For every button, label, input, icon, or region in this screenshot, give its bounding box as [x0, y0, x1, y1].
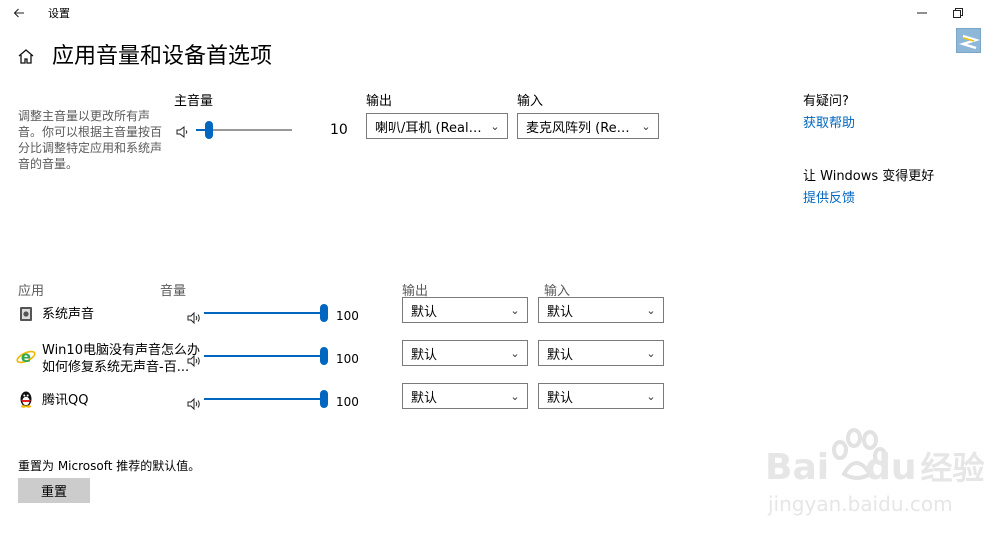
master-input-dropdown[interactable]: 麦克风阵列 (Realte... ⌄	[517, 113, 659, 139]
master-output-dropdown[interactable]: 喇叭/耳机 (Realtek... ⌄	[366, 113, 508, 139]
slider-fill	[204, 355, 324, 357]
chevron-down-icon: ⌄	[641, 119, 651, 133]
intro-line: 音。你可以根据主音量按百	[18, 125, 163, 139]
dropdown-value: 默认	[547, 304, 574, 320]
home-icon	[18, 49, 34, 64]
ie-browser-icon: e	[16, 347, 36, 367]
app-volume-icon[interactable]	[187, 395, 201, 414]
window-title: 设置	[48, 7, 70, 20]
chevron-down-icon: ⌄	[510, 346, 520, 360]
column-header-input: 输入	[544, 284, 571, 299]
app-volume-icon[interactable]	[187, 352, 201, 371]
app-output-dropdown[interactable]: 默认 ⌄	[402, 340, 528, 366]
dropdown-value: 默认	[547, 390, 574, 406]
back-button[interactable]	[8, 2, 30, 24]
intro-line: 分比调整特定应用和系统声	[18, 141, 163, 155]
dropdown-value: 默认	[411, 390, 438, 406]
help-question: 有疑问?	[803, 94, 849, 109]
system-sounds-icon	[18, 306, 34, 322]
slider-thumb[interactable]	[320, 347, 328, 365]
chevron-down-icon: ⌄	[646, 303, 656, 317]
app-output-dropdown[interactable]: 默认 ⌄	[402, 297, 528, 323]
slider-thumb[interactable]	[320, 390, 328, 408]
app-name: 腾讯QQ	[42, 393, 89, 408]
slider-fill	[196, 129, 209, 131]
app-name-line: 如何修复系统无声音-百...	[42, 360, 190, 375]
app-name: 系统声音	[42, 307, 95, 322]
slider-track	[196, 129, 292, 131]
restore-icon	[953, 8, 963, 18]
baidu-watermark-url: jingyan.baidu.com	[768, 492, 953, 516]
reset-button[interactable]: 重置	[18, 478, 90, 503]
app-volume-value: 100	[336, 352, 359, 366]
app-input-dropdown[interactable]: 默认 ⌄	[538, 297, 664, 323]
chevron-down-icon: ⌄	[646, 346, 656, 360]
watermark-brand-suffix: du	[865, 447, 917, 488]
app-name-line: Win10电脑没有声音怎么办	[42, 343, 200, 358]
app-volume-slider[interactable]	[204, 303, 328, 323]
app-volume-value: 100	[336, 395, 359, 409]
page-title: 应用音量和设备首选项	[52, 44, 273, 69]
column-header-output: 输出	[402, 284, 429, 299]
minimize-icon	[917, 12, 927, 14]
app-name: Win10电脑没有声音怎么办 如何修复系统无声音-百...	[42, 342, 200, 376]
minimize-button[interactable]	[900, 0, 944, 26]
baidu-paw-icon	[826, 428, 887, 484]
slider-fill	[204, 398, 324, 400]
master-volume-value: 10	[330, 122, 348, 138]
app-input-dropdown[interactable]: 默认 ⌄	[538, 340, 664, 366]
intro-line: 调整主音量以更改所有声	[18, 109, 151, 123]
master-volume-label: 主音量	[174, 94, 214, 109]
chevron-down-icon: ⌄	[510, 389, 520, 403]
column-header-volume: 音量	[160, 284, 187, 299]
watermark-brand-prefix: Bai	[765, 447, 830, 488]
dropdown-value: 默认	[547, 347, 574, 363]
intro-description: 调整主音量以更改所有声 音。你可以根据主音量按百 分比调整特定应用和系统声 音的…	[18, 108, 162, 172]
chevron-down-icon: ⌄	[646, 389, 656, 403]
dropdown-value: 默认	[411, 304, 438, 320]
watermark-brand-cn: 经验	[920, 449, 985, 487]
reset-description: 重置为 Microsoft 推荐的默认值。	[18, 459, 201, 473]
app-output-dropdown[interactable]: 默认 ⌄	[402, 383, 528, 409]
dropdown-value: 麦克风阵列 (Realte...	[526, 120, 634, 136]
improve-windows-heading: 让 Windows 变得更好	[803, 169, 935, 184]
app-volume-slider[interactable]	[204, 346, 328, 366]
get-help-link[interactable]: 获取帮助	[803, 116, 856, 131]
column-header-app: 应用	[18, 284, 45, 299]
back-arrow-icon	[13, 8, 24, 18]
slider-thumb[interactable]	[320, 304, 328, 322]
feedback-link[interactable]: 提供反馈	[803, 191, 856, 206]
chevron-down-icon: ⌄	[510, 303, 520, 317]
app-volume-icon[interactable]	[187, 309, 201, 328]
svg-text:e: e	[21, 348, 31, 366]
chevron-down-icon: ⌄	[490, 119, 500, 133]
home-button[interactable]	[16, 47, 38, 69]
dropdown-value: 喇叭/耳机 (Realtek...	[375, 120, 483, 136]
qq-penguin-icon	[17, 390, 35, 408]
dropdown-value: 默认	[411, 347, 438, 363]
app-volume-slider[interactable]	[204, 389, 328, 409]
slider-fill	[204, 312, 324, 314]
master-output-label: 输出	[366, 94, 393, 109]
restore-button[interactable]	[936, 0, 980, 26]
intro-line: 音的音量。	[18, 157, 79, 171]
app-badge-icon	[956, 28, 981, 53]
master-input-label: 输入	[517, 94, 544, 109]
app-input-dropdown[interactable]: 默认 ⌄	[538, 383, 664, 409]
master-speaker-icon[interactable]	[176, 124, 190, 143]
app-volume-value: 100	[336, 309, 359, 323]
slider-thumb[interactable]	[204, 121, 213, 139]
master-volume-slider[interactable]	[196, 120, 292, 140]
